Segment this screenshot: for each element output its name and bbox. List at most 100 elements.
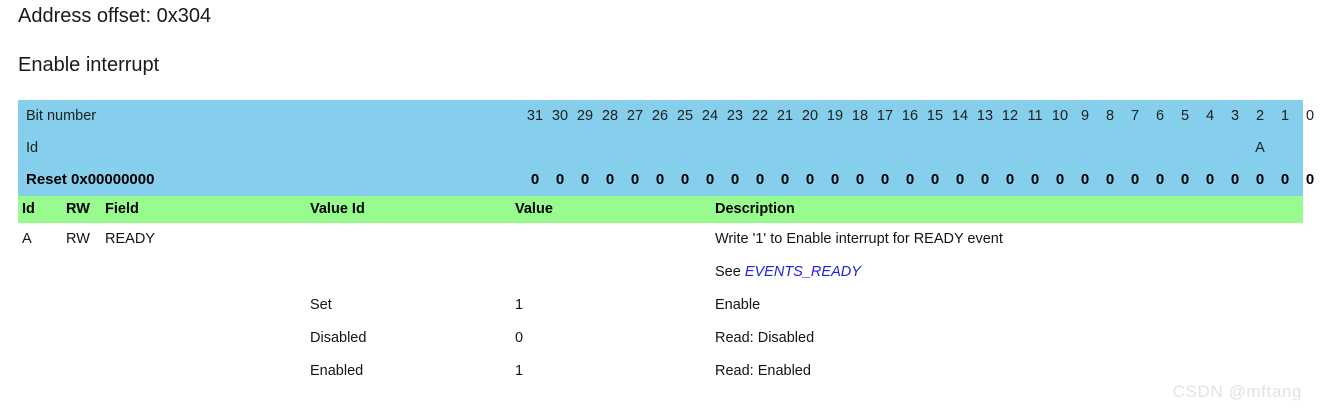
cell-id <box>22 289 62 322</box>
bit-id-row-label: Id <box>26 140 39 156</box>
bit-reset-4: 0 <box>1205 171 1215 188</box>
cell-value <box>515 256 705 289</box>
bit-number-21: 21 <box>776 108 794 124</box>
bit-number-10: 10 <box>1051 108 1069 124</box>
bit-id-19 <box>823 132 847 164</box>
bit-number-1: 1 <box>1280 108 1290 124</box>
bit-reset-5: 0 <box>1180 171 1190 188</box>
bit-reset-10: 0 <box>1055 171 1065 188</box>
cell-id <box>22 256 62 289</box>
bit-reset-21: 0 <box>780 171 790 188</box>
bit-id-1 <box>1273 132 1297 164</box>
bit-number-22: 22 <box>751 108 769 124</box>
cell-rw: RW <box>66 231 90 247</box>
bit-id-0 <box>1298 132 1320 164</box>
bit-number-29: 29 <box>576 108 594 124</box>
bit-reset-19: 0 <box>830 171 840 188</box>
bit-reset-30: 0 <box>555 171 565 188</box>
events-ready-link[interactable]: EVENTS_READY <box>744 264 861 280</box>
bit-reset-26: 0 <box>655 171 665 188</box>
bit-reset-14: 0 <box>955 171 965 188</box>
bit-number-18: 18 <box>851 108 869 124</box>
cell-value-id: Enabled <box>310 363 364 379</box>
header-value: Value <box>515 201 553 217</box>
bit-number-30: 30 <box>551 108 569 124</box>
bit-reset-8: 0 <box>1105 171 1115 188</box>
cell-value-id: Set <box>310 297 332 313</box>
bit-reset-23: 0 <box>730 171 740 188</box>
bit-id-9 <box>1073 132 1097 164</box>
bit-number-9: 9 <box>1080 108 1090 124</box>
bit-reset-7: 0 <box>1130 171 1140 188</box>
bit-number-row-label: Bit number <box>26 108 97 124</box>
bit-number-25: 25 <box>676 108 694 124</box>
table-row: See EVENTS_READY <box>18 256 1303 289</box>
bit-id-26 <box>648 132 672 164</box>
bit-id-29 <box>573 132 597 164</box>
bit-id-15 <box>923 132 947 164</box>
bit-id-13 <box>973 132 997 164</box>
bit-id-16 <box>898 132 922 164</box>
bit-number-3: 3 <box>1230 108 1240 124</box>
bit-reset-6: 0 <box>1155 171 1165 188</box>
bit-reset-27: 0 <box>630 171 640 188</box>
bit-reset-2: 0 <box>1255 171 1265 188</box>
bit-id-12 <box>998 132 1022 164</box>
bit-reset-20: 0 <box>805 171 815 188</box>
cell-description: Write '1' to Enable interrupt for READY … <box>715 231 1003 247</box>
cell-value-id <box>310 256 505 289</box>
bit-number-19: 19 <box>826 108 844 124</box>
bit-id-4 <box>1198 132 1222 164</box>
bit-id-25 <box>673 132 697 164</box>
bit-number-15: 15 <box>926 108 944 124</box>
header-rw: RW <box>66 201 90 217</box>
bit-number-16: 16 <box>901 108 919 124</box>
bit-reset-15: 0 <box>930 171 940 188</box>
cell-description: Enable <box>715 297 761 313</box>
cell-description: Read: Enabled <box>715 363 811 379</box>
cell-id <box>22 355 62 388</box>
bit-reset-9: 0 <box>1080 171 1090 188</box>
bit-reset-31: 0 <box>530 171 540 188</box>
address-offset-heading: Address offset: 0x304 <box>18 5 212 27</box>
header-description: Description <box>715 201 795 217</box>
cell-field: READY <box>105 231 155 247</box>
bit-number-2: 2 <box>1255 108 1265 124</box>
cell-value <box>515 223 705 256</box>
page-title: Enable interrupt <box>18 54 160 76</box>
cell-field <box>105 322 305 355</box>
bit-id-8 <box>1098 132 1122 164</box>
field-table-body: A RW READY Write '1' to Enable interrupt fo… <box>18 223 1303 388</box>
bit-reset-12: 0 <box>1005 171 1015 188</box>
field-table-header-row: Id RW Field Value Id Value Description <box>18 196 1303 223</box>
bit-number-28: 28 <box>601 108 619 124</box>
header-field: Field <box>105 201 139 217</box>
bit-id-5 <box>1173 132 1197 164</box>
cell-description: See EVENTS_READY <box>715 256 1300 289</box>
bit-number-17: 17 <box>876 108 894 124</box>
bit-number-14: 14 <box>951 108 969 124</box>
bit-number-24: 24 <box>701 108 719 124</box>
bit-reset-17: 0 <box>880 171 890 188</box>
bit-reset-24: 0 <box>705 171 715 188</box>
bit-number-13: 13 <box>976 108 994 124</box>
bit-number-20: 20 <box>801 108 819 124</box>
bit-reset-row-label: Reset 0x00000000 <box>26 171 155 188</box>
bit-id-3 <box>1223 132 1247 164</box>
bit-reset-28: 0 <box>605 171 615 188</box>
bit-id-31 <box>523 132 547 164</box>
cell-id: A <box>22 231 32 247</box>
bit-id-22 <box>748 132 772 164</box>
bit-id-6 <box>1148 132 1172 164</box>
bit-number-4: 4 <box>1205 108 1215 124</box>
table-row: A RW READY Write '1' to Enable interrupt fo… <box>18 223 1303 256</box>
bit-id-row: Id A <box>18 132 1303 164</box>
cell-field <box>105 256 305 289</box>
bit-id-7 <box>1123 132 1147 164</box>
